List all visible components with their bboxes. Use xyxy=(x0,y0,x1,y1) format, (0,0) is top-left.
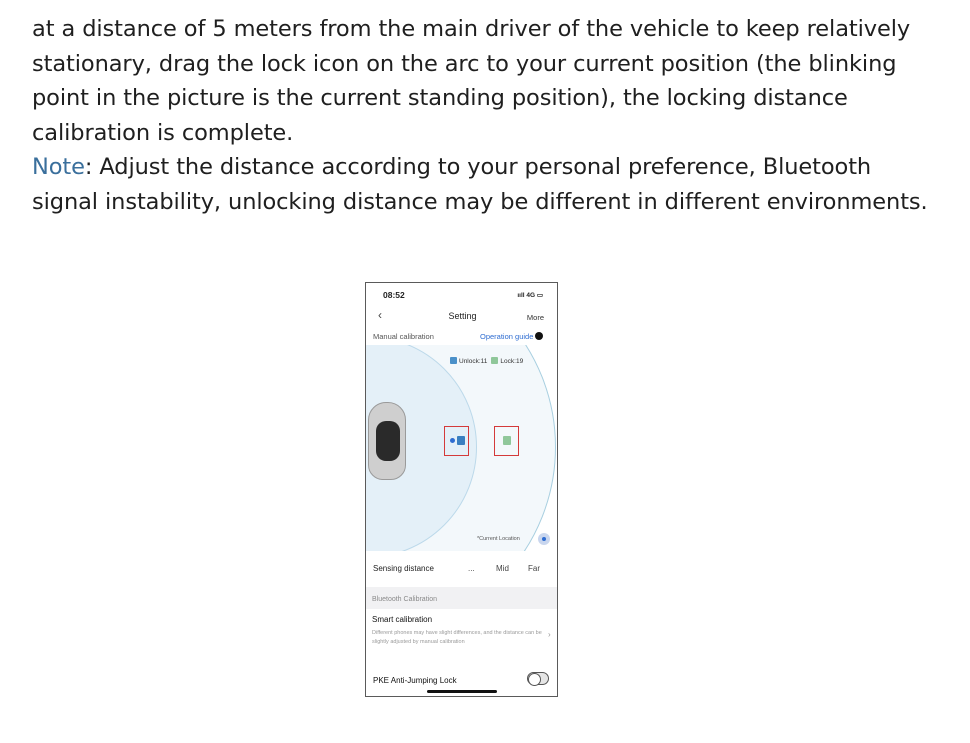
current-position-dot xyxy=(450,438,455,443)
chevron-right-icon[interactable]: › xyxy=(548,630,551,639)
phone-screenshot: 08:52 ııll 4G ▭ ‹ Setting More Manual ca… xyxy=(365,282,558,697)
smart-calibration-description: Different phones may have slight differe… xyxy=(372,630,542,645)
legend-unlock: Unlock:11 xyxy=(459,358,488,365)
bluetooth-calibration-label: Bluetooth Calibration xyxy=(372,596,437,603)
note-text: : Adjust the distance according to your … xyxy=(32,154,928,215)
operation-guide-label: Operation guide xyxy=(480,332,534,341)
back-icon[interactable]: ‹ xyxy=(378,308,382,322)
info-icon xyxy=(535,332,544,340)
more-button[interactable]: More xyxy=(526,313,544,322)
status-signal-battery-icon: ııll 4G ▭ xyxy=(517,292,543,299)
sensing-option-far[interactable]: Far xyxy=(528,564,540,573)
distance-legend: Unlock:11 Lock:19 xyxy=(450,357,523,365)
operation-guide-link[interactable]: Operation guide xyxy=(480,332,544,341)
manual-calibration-label: Manual calibration xyxy=(373,332,434,341)
instruction-text: at a distance of 5 meters from the main … xyxy=(32,16,911,146)
lock-handle[interactable] xyxy=(494,426,519,456)
pke-anti-jumping-label: PKE Anti-Jumping Lock xyxy=(373,676,457,685)
sensing-distance-label: Sensing distance xyxy=(373,564,434,573)
instruction-paragraph: at a distance of 5 meters from the main … xyxy=(32,12,932,220)
unlock-icon xyxy=(450,357,457,364)
page-title: Setting xyxy=(448,311,477,321)
car-roof xyxy=(376,421,400,461)
legend-lock: Lock:19 xyxy=(500,358,524,365)
car-icon xyxy=(368,402,406,480)
bluetooth-calibration-band xyxy=(366,587,557,609)
unlock-handle[interactable] xyxy=(444,426,469,456)
pke-toggle[interactable] xyxy=(527,672,549,686)
sensing-option-near[interactable]: ... xyxy=(468,564,475,573)
smart-calibration-label[interactable]: Smart calibration xyxy=(372,615,433,624)
article-text: at a distance of 5 meters from the main … xyxy=(32,12,932,220)
current-location-icon xyxy=(538,533,550,545)
unlock-handle-icon xyxy=(457,436,465,445)
lock-handle-icon xyxy=(503,436,511,445)
sensing-option-mid[interactable]: Mid xyxy=(496,564,509,573)
home-indicator xyxy=(427,690,497,693)
status-time: 08:52 xyxy=(383,290,405,300)
lock-icon xyxy=(491,357,499,364)
current-location-label: *Current Location xyxy=(477,536,520,542)
note-label: Note xyxy=(32,154,85,181)
